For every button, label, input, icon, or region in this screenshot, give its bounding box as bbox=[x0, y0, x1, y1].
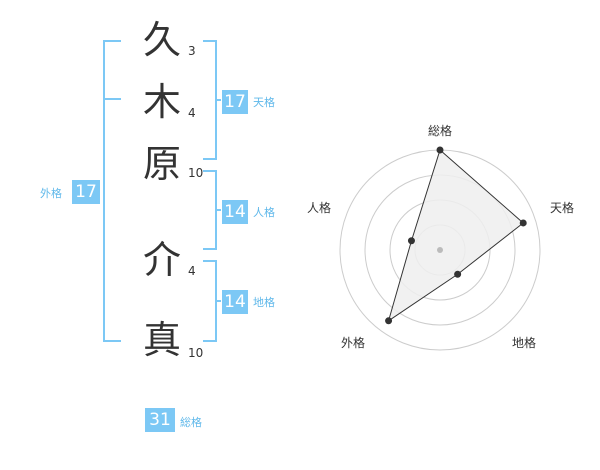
radar-axis-label-soukaku: 総格 bbox=[428, 124, 453, 138]
radar-axis-label-jinkaku: 人格 bbox=[307, 201, 332, 215]
gaikaku-label: 外格 bbox=[40, 187, 62, 200]
radar-axis-label-chikaku: 地格 bbox=[512, 336, 537, 350]
radar-series-polygon bbox=[387, 149, 525, 322]
tenkaku-bracket-tick bbox=[215, 99, 221, 101]
tenkaku-value-badge: 17 bbox=[222, 90, 248, 114]
stroke-count-5: 10 bbox=[188, 346, 204, 360]
name-char-4: 介 bbox=[142, 238, 181, 282]
soukaku-label: 総格 bbox=[180, 416, 202, 429]
jinkaku-value-badge: 14 bbox=[222, 200, 248, 224]
radar-axis-label-gaikaku: 外格 bbox=[341, 336, 366, 350]
gaikaku-bracket-divider bbox=[103, 98, 121, 100]
chikaku-bracket-tick bbox=[215, 300, 221, 302]
radar-axis-label-tenkaku: 天格 bbox=[550, 201, 575, 215]
soukaku-value-badge: 31 bbox=[145, 408, 175, 432]
gaikaku-bracket bbox=[103, 40, 121, 342]
chikaku-label: 地格 bbox=[253, 296, 275, 309]
jinkaku-bracket-tick bbox=[215, 209, 221, 211]
radar-point-2 bbox=[519, 219, 527, 227]
stroke-count-4: 4 bbox=[188, 264, 196, 278]
radar-point-4 bbox=[385, 317, 393, 325]
radar-center-dot bbox=[437, 247, 443, 253]
tenkaku-label: 天格 bbox=[253, 96, 275, 109]
name-char-5: 真 bbox=[142, 318, 181, 362]
radar-point-1 bbox=[436, 146, 444, 154]
stroke-count-2: 4 bbox=[188, 106, 196, 120]
gaikaku-value-badge: 17 bbox=[72, 180, 100, 204]
radar-point-3 bbox=[454, 270, 462, 278]
chikaku-value-badge: 14 bbox=[222, 290, 248, 314]
stroke-count-1: 3 bbox=[188, 44, 196, 58]
jinkaku-label: 人格 bbox=[253, 206, 275, 219]
name-char-1: 久 bbox=[142, 18, 181, 62]
radar-point-5 bbox=[407, 237, 415, 245]
stroke-count-3: 10 bbox=[188, 166, 204, 180]
name-char-2: 木 bbox=[142, 80, 181, 124]
name-char-3: 原 bbox=[142, 142, 181, 186]
